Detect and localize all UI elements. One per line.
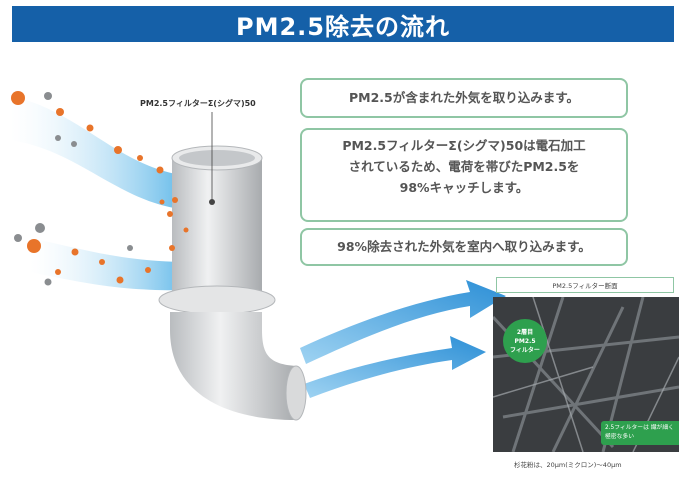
pollen-icon bbox=[11, 91, 41, 253]
pollen-size-note: 杉花粉は、20μm(ミクロン)〜40μm bbox=[514, 461, 622, 469]
fiber-callout: 2.5フィルターは 繊が細く極密な多い bbox=[601, 421, 679, 445]
outgoing-air-arrow-lower bbox=[304, 336, 486, 398]
pipe-flange bbox=[158, 285, 276, 315]
filter-micrograph: 2層目 PM2.5 フィルター 2.5フィルターは 繊が細く極密な多い bbox=[493, 297, 679, 452]
air-stream-lower bbox=[30, 238, 192, 291]
step-1-bubble: PM2.5が含まれた外気を取り込みます。 bbox=[300, 78, 628, 118]
step-3-bubble: 98%除去された外気を室内へ取り込みます。 bbox=[300, 228, 628, 266]
badge-line-2: PM2.5 bbox=[514, 337, 536, 345]
pm25-particles bbox=[55, 108, 189, 284]
dust-particles bbox=[14, 92, 133, 286]
outgoing-air-arrow-upper bbox=[300, 280, 506, 364]
micrograph-caption: PM2.5フィルター断面 bbox=[496, 277, 674, 293]
badge-line-3: フィルター bbox=[510, 346, 540, 354]
badge-line-1: 2層目 bbox=[516, 328, 534, 336]
air-stream-upper bbox=[10, 96, 190, 210]
stage-badge: 2層目 PM2.5 フィルター bbox=[503, 319, 547, 363]
step-2-bubble: PM2.5フィルターΣ(シグマ)50は電石加工 されているため、電荷を帯びたPM… bbox=[300, 128, 628, 222]
filter-label: PM2.5フィルターΣ(シグマ)50 bbox=[140, 99, 256, 108]
pipe-elbow bbox=[170, 312, 296, 420]
page-title: PM2.5除去の流れ bbox=[12, 6, 674, 42]
